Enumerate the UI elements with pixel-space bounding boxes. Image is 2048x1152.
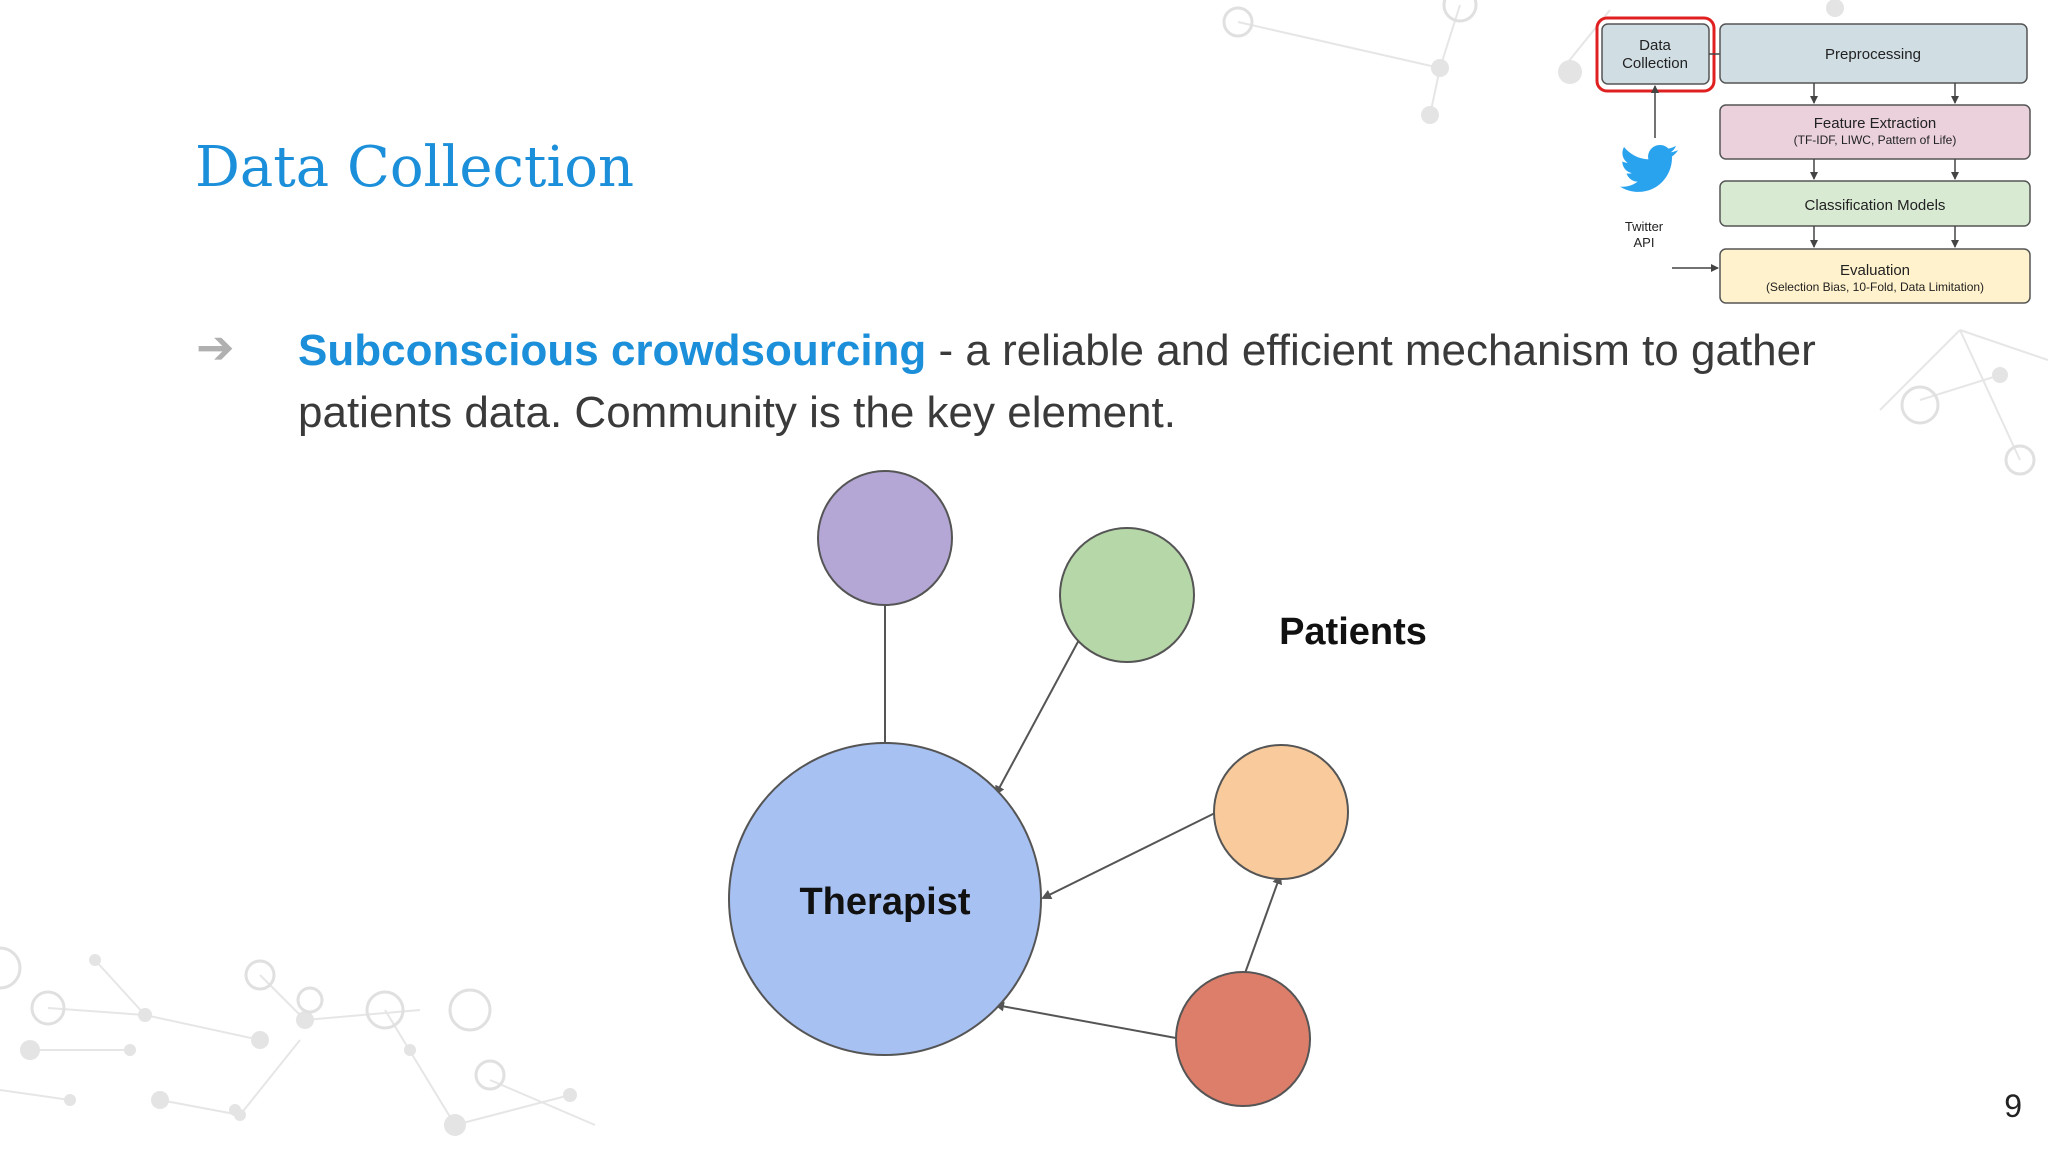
feature-extraction-label: Feature Extraction <box>1814 115 1937 132</box>
patient-node-green <box>1059 527 1195 663</box>
patient-node-purple <box>817 470 953 606</box>
data-collection-box <box>1601 23 1710 85</box>
classification-box <box>1719 180 2031 227</box>
preprocessing-box <box>1719 23 2028 84</box>
evaluation-sub: (Selection Bias, 10-Fold, Data Limitatio… <box>1766 280 1984 294</box>
data-collection-label-line1: Data <box>1639 37 1671 54</box>
twitter-bird-icon <box>1620 144 1678 192</box>
bullet-body: - a reliable and efficient mechanism to … <box>298 326 1816 437</box>
feature-extraction-sub: (TF-IDF, LIWC, Pattern of Life) <box>1794 133 1957 147</box>
right-arrow-icon: ➔ <box>196 320 235 374</box>
patient-node-red <box>1175 971 1311 1107</box>
edge-red-to-orange <box>1243 874 1282 977</box>
classification-label: Classification Models <box>1805 197 1946 214</box>
edge-green-to-therapist <box>995 637 1081 796</box>
therapist-label: Therapist <box>799 881 970 923</box>
bullet-highlight: Subconscious crowdsourcing <box>298 326 927 375</box>
evaluation-label: Evaluation <box>1840 262 1910 279</box>
patients-label: Patients <box>1279 611 1427 653</box>
bullet-text: Subconscious crowdsourcing - a reliable … <box>298 320 1858 444</box>
data-collection-label-line2: Collection <box>1622 55 1688 72</box>
edge-orange-to-therapist <box>1041 812 1216 899</box>
edge-red-to-therapist <box>994 1001 1177 1039</box>
preprocessing-label: Preprocessing <box>1825 46 1921 63</box>
patient-node-orange <box>1213 744 1349 880</box>
evaluation-box <box>1719 248 2031 304</box>
feature-extraction-box <box>1719 104 2031 160</box>
page-number: 9 <box>2004 1088 2022 1124</box>
therapist-node <box>728 742 1042 1056</box>
twitter-label-line1: Twitter <box>1625 219 1664 234</box>
twitter-label-line2: API <box>1634 235 1655 250</box>
slide-title: Data Collection <box>195 135 635 200</box>
